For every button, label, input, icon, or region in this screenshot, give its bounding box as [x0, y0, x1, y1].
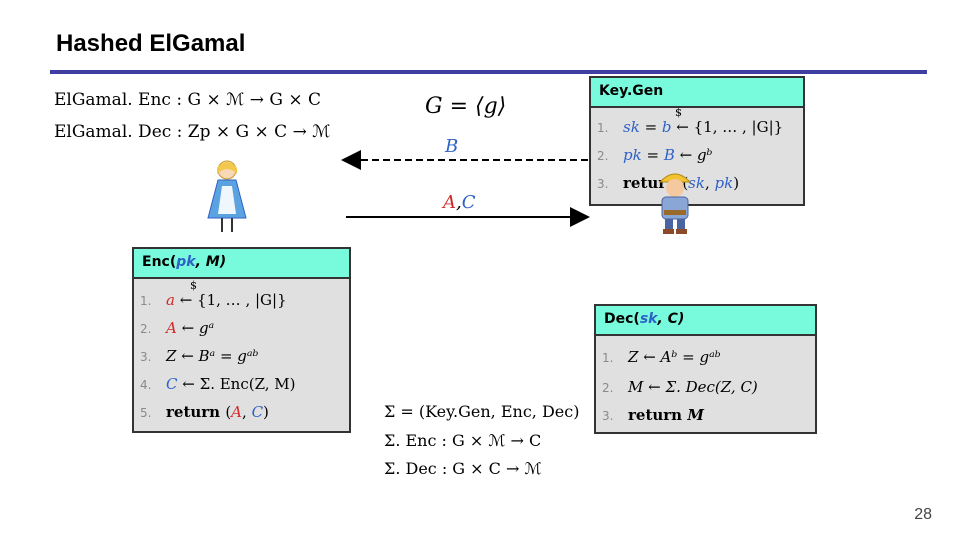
keygen-header: Key.Gen — [591, 78, 803, 108]
sigma-definition: Σ = (Key.Gen, Enc, Dec) — [384, 402, 580, 421]
label-C: C — [461, 192, 476, 213]
enc-line-1: 1.a ← {1, … , |G|} — [140, 291, 287, 309]
dec-line-3: 3.return M — [602, 406, 704, 424]
alice-icon — [207, 160, 247, 232]
label-A: A — [443, 192, 456, 213]
bob-builder-icon — [658, 173, 692, 234]
enc-line-4: 4.C ← Σ. Enc(Z, M) — [140, 375, 296, 393]
label-ciphertext: A,C — [443, 192, 476, 213]
label-public-key-B: B — [445, 136, 459, 157]
label-comma: , — [456, 192, 462, 213]
keygen-line-1: 1.sk = b ← {1, … , |G|} — [597, 118, 784, 136]
enc-line-5: 5.return (A, C) — [140, 403, 269, 421]
group-definition: G = ⟨g⟩ — [425, 94, 507, 119]
sigma-dec-signature: Σ. Dec : G × C → ℳ — [384, 459, 542, 478]
sigma-enc-signature: Σ. Enc : G × ℳ → C — [384, 431, 542, 450]
enc-line-3: 3.Z ← Bᵃ = gᵃᵇ — [140, 347, 259, 365]
keygen-line-2: 2.pk = B ← gᵇ — [597, 146, 713, 164]
keygen-sample-mark: $ — [675, 106, 682, 119]
enc-header: Enc(pk, M) — [134, 249, 349, 279]
enc-line-2: 2.A ← gᵃ — [140, 319, 215, 337]
enc-sample-mark: $ — [190, 279, 197, 292]
elgamal-enc-signature: ElGamal. Enc : G × ℳ → G × C — [54, 90, 321, 110]
dec-panel: Dec(sk, C) 1.Z ← Aᵇ = gᵃᵇ 2.M ← Σ. Dec(Z… — [594, 304, 817, 434]
dec-header: Dec(sk, C) — [596, 306, 815, 336]
dec-line-2: 2.M ← Σ. Dec(Z, C) — [602, 378, 758, 396]
title-divider — [50, 70, 927, 74]
elgamal-dec-signature: ElGamal. Dec : Zp × G × C → ℳ — [54, 122, 331, 142]
enc-panel: Enc(pk, M) $ 1.a ← {1, … , |G|} 2.A ← gᵃ… — [132, 247, 351, 433]
slide-title: Hashed ElGamal — [56, 30, 246, 57]
page-number: 28 — [914, 506, 932, 523]
dec-line-1: 1.Z ← Aᵇ = gᵃᵇ — [602, 348, 721, 366]
